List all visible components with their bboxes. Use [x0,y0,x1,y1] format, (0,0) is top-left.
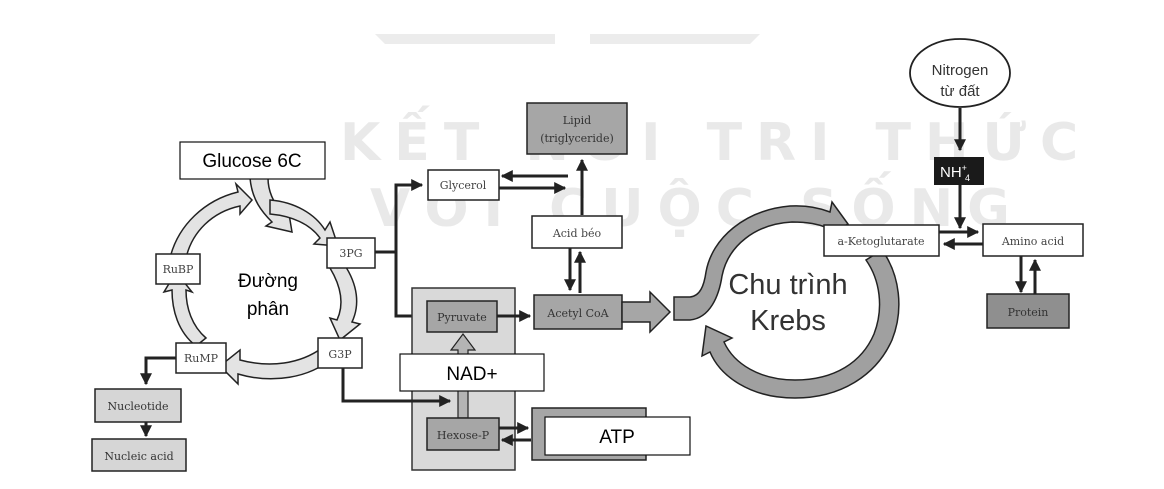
lipid-branch: Glycerol Lipid (triglyceride) Acid béo [427,102,628,293]
node-lipid-label-line-2: (triglyceride) [540,132,614,145]
ammonium-base: NH [940,164,962,181]
cycle-arrow-3pg-to-g3p [328,263,362,342]
node-soil-nitrogen-line-2: từ đất [940,83,980,100]
node-nucleotide-label: Nucleotide [107,400,168,413]
node-ammonium [934,157,984,185]
node-pyruvate-label: Pyruvate [437,311,487,324]
node-fatty-acid [531,215,623,249]
nucleotide-branch: Nucleotide Nucleic acid [91,356,187,472]
cycle-arrow-rubp-to-top [169,181,254,259]
node-atp: ATP [544,416,691,456]
node-lipid [526,102,628,155]
cycle-arrow-g3p-to-rump [218,347,334,386]
node-glycerol-label: Glycerol [440,179,487,192]
node-nucleic-acid-label: Nucleic acid [104,450,173,463]
arrow-3pg-to-glycerol [394,179,424,252]
node-a-ketoglutarate [823,224,940,257]
node-g3p-label: G3P [328,348,352,361]
node-rubp-label: RuBP [163,263,194,276]
krebs-arrow-lower [701,248,900,399]
node-g3p: G3P [317,337,363,369]
node-protein-label: Protein [1008,306,1049,319]
glycolysis-label-line-2: phân [247,299,289,320]
glycolysis-cycle [162,177,362,386]
node-3pg: 3PG [326,237,376,269]
glucose-node: Glucose 6C [179,141,326,180]
watermark-shape-right [590,34,760,44]
krebs-label-line-2: Krebs [750,305,826,337]
node-soil-nitrogen [909,38,1011,108]
node-nad: NAD+ [399,353,545,392]
node-ammonium-label: NH+4 [940,163,970,183]
node-nad-label: NAD+ [446,364,497,385]
node-amino-acid-label: Amino acid [1001,235,1064,248]
node-amino-acid [982,223,1084,257]
node-nucleic-acid [91,438,187,472]
node-soil-nitrogen-line-1: Nitrogen [932,62,989,79]
node-3pg-label: 3PG [339,247,362,260]
node-acetyl-coa-label: Acetyl CoA [546,307,609,320]
arrow-g3p-to-hexose [341,368,452,407]
node-protein [986,293,1070,329]
node-hexose-p: Hexose-P [426,417,500,451]
arrow-acetyl-coa-to-krebs [621,290,672,334]
node-rubp: RuBP [155,253,201,285]
ammonium-charge: + [962,163,967,173]
node-acetyl-coa: Acetyl CoA [533,294,623,330]
node-rump: RuMP [175,342,227,374]
node-lipid-label-line-1: Lipid [563,114,591,127]
watermark-shape-left [375,34,555,44]
glucose-label: Glucose 6C [202,151,301,172]
node-fatty-acid-label: Acid béo [552,227,602,240]
node-a-ketoglutarate-label: a-Ketoglutarate [837,235,924,248]
node-hexose-p-label: Hexose-P [437,429,490,442]
node-pyruvate: Pyruvate [426,300,498,333]
node-rump-label: RuMP [184,352,219,365]
krebs-label-line-1: Chu trình [728,269,847,301]
node-nucleotide [94,388,182,423]
node-atp-label: ATP [599,427,635,448]
glycolysis-label-line-1: Đường [238,271,298,292]
ammonium-subscript: 4 [965,173,970,183]
nitrogen-branch: Nitrogen từ đất NH+4 a-Ketoglutarate Ami… [823,38,1084,329]
node-glycerol [427,169,500,201]
arrow-rump-to-nucleotide [140,356,176,386]
